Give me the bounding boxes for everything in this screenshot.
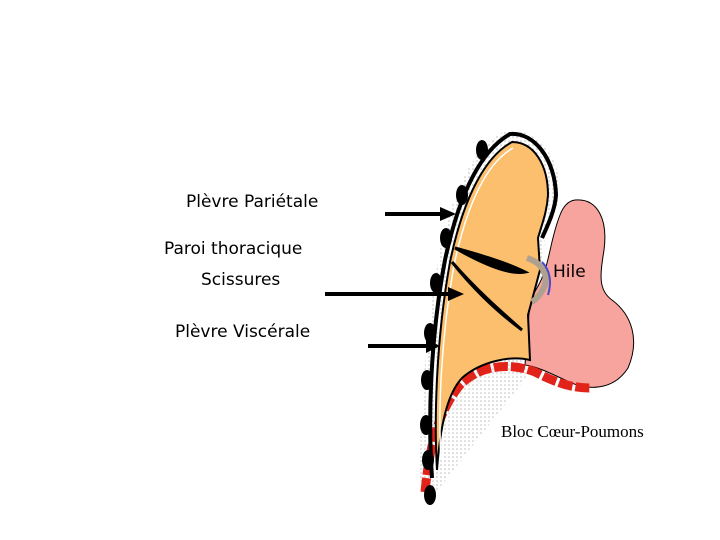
rib-icon — [476, 140, 488, 160]
arrow-right-icon — [385, 207, 456, 221]
label-hile: Hile — [553, 262, 586, 282]
rib-icon — [456, 185, 468, 205]
label-paroi-thoracique: Paroi thoracique — [164, 239, 303, 259]
rib-icon — [424, 323, 436, 343]
pleural-space — [439, 147, 514, 461]
hilum-bronchus — [525, 255, 549, 305]
rib-icon — [420, 415, 432, 435]
rib-icon — [421, 370, 433, 390]
fissure-lower — [450, 261, 523, 332]
rib-icon — [430, 273, 442, 293]
rib-icon — [440, 228, 452, 248]
rib-icon — [424, 485, 436, 505]
arrow-right-icon — [325, 287, 464, 301]
fissure-upper — [454, 246, 530, 275]
label-plevre-parietale: Plèvre Pariétale — [186, 192, 319, 212]
label-scissures: Scissures — [201, 270, 281, 290]
label-bloc-coeur-poumons: Bloc Cœur-Poumons — [501, 422, 644, 441]
label-plevre-viscerale: Plèvre Viscérale — [175, 322, 311, 342]
rib-icon — [422, 450, 434, 470]
ribs — [420, 140, 488, 505]
arrow-right-icon — [368, 339, 440, 353]
hilum-vessel — [541, 261, 551, 296]
